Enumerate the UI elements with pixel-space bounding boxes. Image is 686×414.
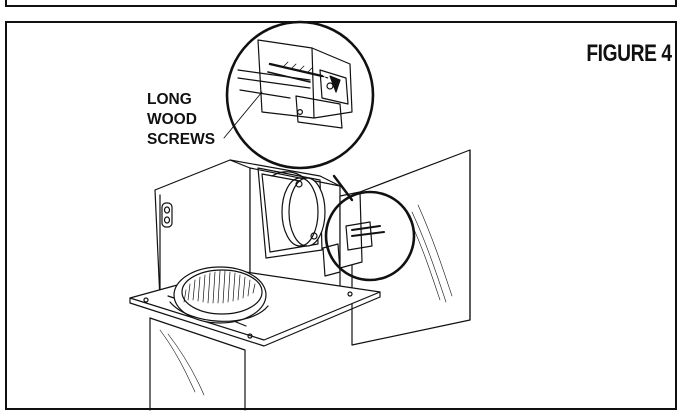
callout-leader-line [223,91,263,139]
callout-line-1: LONG [147,91,192,108]
detail-magnifier [225,20,375,170]
callout-line-2: WOOD [147,111,197,128]
detail-connector-line [332,174,354,202]
figure-title: FIGURE 4 [586,40,673,67]
joist-panel [351,149,471,346]
detail-circle-small [324,190,416,282]
drywall-panel [149,317,246,411]
screws-callout-label: LONG WOOD SCREWS [147,90,215,150]
previous-panel-border [5,0,677,7]
fan-housing [154,159,385,301]
callout-line-3: SCREWS [147,131,216,148]
figure-panel [5,21,677,410]
blower-wheel [169,266,269,324]
